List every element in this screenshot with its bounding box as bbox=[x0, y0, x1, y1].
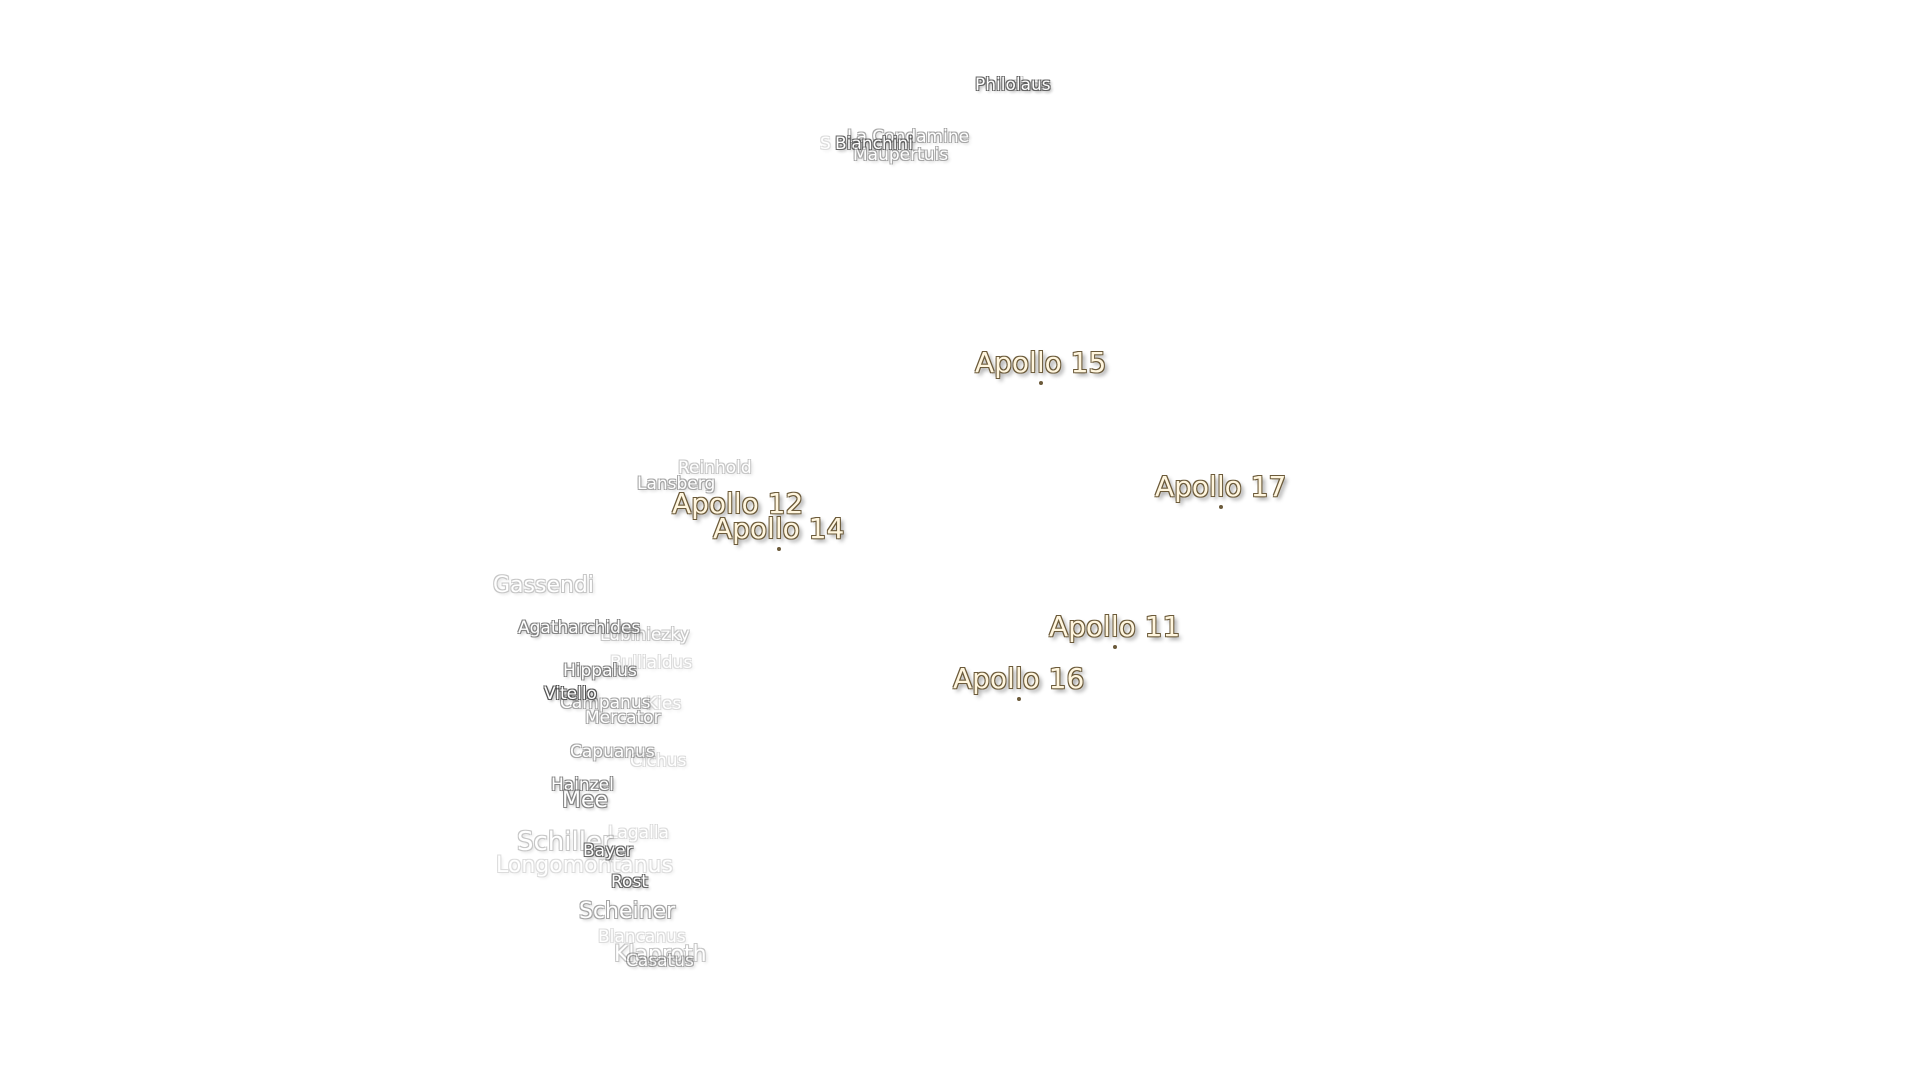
crater-label-philolaus[interactable]: Philolaus bbox=[975, 75, 1051, 95]
crater-label-sharp[interactable]: S bbox=[820, 134, 831, 154]
crater-label-capuanus[interactable]: Capuanus bbox=[570, 742, 655, 762]
landing-site-marker-icon bbox=[1038, 381, 1043, 385]
crater-label-reinhold[interactable]: Reinhold bbox=[678, 458, 752, 478]
landing-site-label: Apollo 12 bbox=[672, 487, 804, 520]
crater-label-agatharchides[interactable]: Agatharchides bbox=[518, 618, 641, 638]
landing-site-apollo-15[interactable]: Apollo 15 bbox=[975, 346, 1107, 385]
landing-site-marker-icon bbox=[735, 522, 740, 526]
landing-site-apollo-17[interactable]: Apollo 17 bbox=[1155, 470, 1287, 509]
crater-label-casatus[interactable]: Casatus bbox=[626, 951, 694, 971]
crater-label-rost[interactable]: Rost bbox=[611, 872, 648, 892]
landing-site-marker-icon bbox=[1218, 505, 1223, 509]
landing-site-apollo-11[interactable]: Apollo 11 bbox=[1049, 610, 1181, 649]
landing-site-apollo-16[interactable]: Apollo 16 bbox=[953, 662, 1085, 701]
crater-label-mercator[interactable]: Mercator bbox=[585, 708, 661, 728]
landing-site-apollo-14[interactable]: Apollo 14 bbox=[713, 512, 845, 551]
crater-label-scheiner[interactable]: Scheiner bbox=[579, 899, 676, 924]
landing-site-marker-icon bbox=[1016, 697, 1021, 701]
crater-label-bianchini[interactable]: Bianchini bbox=[835, 134, 913, 154]
crater-label-longomontanus[interactable]: Longomontanus bbox=[496, 853, 673, 878]
crater-label-campanus[interactable]: Campanus bbox=[560, 693, 651, 713]
crater-label-lubiniezky[interactable]: Lubiniezky bbox=[600, 625, 690, 645]
crater-label-anaxagoras[interactable]: chez bbox=[1010, 75, 1050, 95]
crater-label-cichus[interactable]: Cichus bbox=[630, 751, 687, 771]
crater-label-lansberg[interactable]: Lansberg bbox=[637, 474, 716, 494]
crater-label-vitello[interactable]: Vitello bbox=[544, 684, 597, 704]
crater-label-bayer[interactable]: Bayer bbox=[583, 841, 633, 861]
crater-label-schiller[interactable]: Schiller bbox=[517, 827, 613, 857]
crater-label-la-condamine[interactable]: La Condamine bbox=[847, 127, 970, 147]
crater-label-gassendi[interactable]: Gassendi bbox=[493, 573, 595, 598]
crater-label-bullialdus[interactable]: Bullialdus bbox=[610, 653, 693, 673]
landing-site-marker-icon bbox=[1112, 645, 1117, 649]
landing-site-marker-icon bbox=[776, 547, 781, 551]
crater-label-hippalus[interactable]: Hippalus bbox=[563, 661, 637, 681]
landing-site-label: Apollo 16 bbox=[953, 662, 1085, 695]
crater-label-maupertuis[interactable]: Maupertuis bbox=[853, 145, 949, 165]
crater-label-kies[interactable]: Kies bbox=[646, 694, 682, 714]
landing-site-label: Apollo 17 bbox=[1155, 470, 1287, 503]
crater-label-blancanus[interactable]: Blancanus bbox=[598, 927, 686, 947]
crater-label-hainzel[interactable]: Hainzel bbox=[551, 775, 614, 795]
landing-site-label: Apollo 15 bbox=[975, 346, 1107, 379]
crater-label-mee[interactable]: Mee bbox=[562, 788, 609, 813]
landing-site-label: Apollo 14 bbox=[713, 512, 845, 545]
landing-site-apollo-12[interactable]: Apollo 12 bbox=[672, 487, 804, 526]
crater-label-lagalla[interactable]: Lagalla bbox=[608, 823, 669, 843]
crater-label-klaproth[interactable]: Klaproth bbox=[614, 942, 707, 967]
landing-site-label: Apollo 11 bbox=[1049, 610, 1181, 643]
